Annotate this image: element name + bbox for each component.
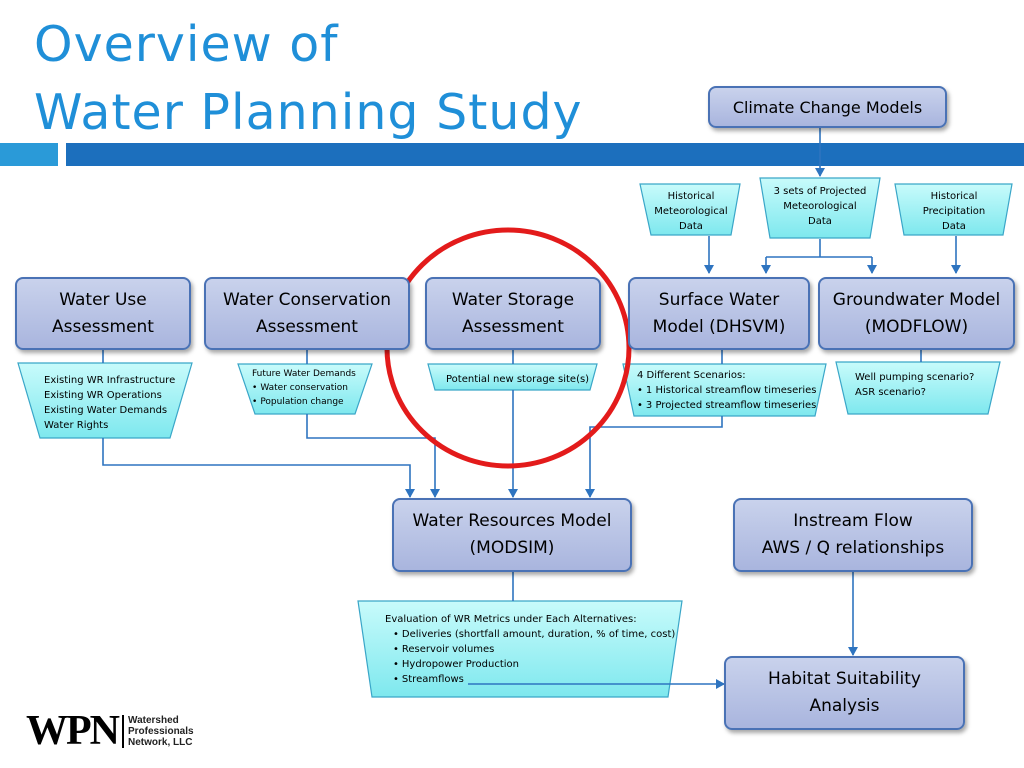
list-item: Existing WR Operations [44, 390, 162, 401]
water-conservation-assessment-box: Water Conservation Assessment [204, 277, 410, 350]
logo-line: Watershed [128, 714, 179, 726]
conservation-notes: Future Water Demands Water conservation … [252, 367, 356, 409]
water-resources-model-box: Water Resources Model (MODSIM) [392, 498, 632, 572]
list-item: Hydropower Production [393, 657, 675, 672]
instream-flow-box: Instream Flow AWS / Q relationships [733, 498, 973, 572]
title-underline-bar [66, 143, 1024, 166]
water-storage-assessment-box: Water Storage Assessment [425, 277, 601, 350]
water-use-assessment-box: Water Use Assessment [15, 277, 191, 350]
list-item: Existing WR Infrastructure [44, 375, 176, 386]
title-underline-accent [0, 143, 58, 166]
list-item: Existing Water Demands [44, 405, 168, 416]
list-item: 1 Historical streamflow timeseries [637, 383, 817, 398]
historical-precipitation-data-label: Historical Precipitation Data [922, 191, 986, 232]
list-item: Water conservation [252, 381, 356, 395]
list-item: Deliveries (shortfall amount, duration, … [393, 627, 675, 642]
list-item: Water Rights [44, 420, 109, 431]
list-item: Reservoir volumes [393, 642, 675, 657]
historical-meteorological-data-label: Historical Meteorological Data [654, 191, 728, 232]
groundwater-trapezoid [835, 361, 1001, 415]
page-title-line-1: Overview of [34, 16, 339, 73]
wpn-logo-text: Watershed Professionals Network, LLC [122, 714, 194, 748]
page-title-line-2: Water Planning Study [34, 84, 583, 141]
arrow-conservation-to-wrm [306, 414, 440, 498]
surface-notes: 4 Different Scenarios: 1 Historical stre… [637, 368, 817, 413]
groundwater-notes: Well pumping scenario? ASR scenario? [855, 370, 974, 400]
climate-change-models-box: Climate Change Models [708, 86, 947, 128]
storage-trapezoid [427, 363, 598, 391]
water-use-notes: Existing WR Infrastructure Existing WR O… [44, 373, 175, 433]
storage-note: Potential new storage site(s) [446, 374, 590, 385]
list-item: ASR scenario? [855, 387, 926, 398]
logo-line: Professionals [128, 725, 194, 737]
hist-precip-trapezoid [894, 183, 1013, 236]
wpn-logo: WPN Watershed Professionals Network, LLC [26, 710, 194, 752]
surface-water-model-box: Surface Water Model (DHSVM) [628, 277, 810, 350]
conservation-notes-title: Future Water Demands [252, 369, 356, 379]
water-use-trapezoid [17, 362, 193, 439]
surface-notes-title: 4 Different Scenarios: [637, 370, 746, 381]
habitat-suitability-box: Habitat Suitability Analysis [724, 656, 965, 730]
logo-line: Network, LLC [128, 736, 193, 748]
wpn-logo-mark: WPN [26, 708, 120, 754]
wrm-evaluation-title: Evaluation of WR Metrics under Each Alte… [385, 614, 637, 625]
groundwater-model-box: Groundwater Model (MODFLOW) [818, 277, 1015, 350]
hist-met-trapezoid [639, 183, 741, 236]
arrow-wateruse-to-wrm [102, 438, 415, 498]
list-item: Streamflows [393, 672, 675, 687]
list-item: Well pumping scenario? [855, 372, 975, 383]
projected-meteorological-data-label: 3 sets of Projected Meteorological Data [773, 186, 867, 227]
line-proj-split [766, 239, 872, 258]
proj-met-trapezoid [759, 177, 881, 239]
list-item: Population change [252, 395, 356, 409]
wrm-evaluation-notes: Evaluation of WR Metrics under Each Alte… [385, 612, 675, 687]
list-item: 3 Projected streamflow timeseries [637, 398, 817, 413]
arrow-surface-to-wrm [585, 416, 723, 498]
